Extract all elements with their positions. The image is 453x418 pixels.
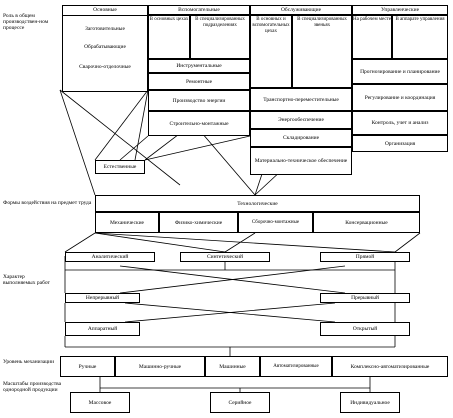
role-natural: Естественные — [95, 160, 145, 174]
role-service-item: Энергообеспечение — [250, 111, 352, 129]
label-scale: Масштабы производства однородной продукц… — [3, 381, 62, 393]
role-main-item: Заготовительные — [85, 26, 125, 32]
forms-item: Механические — [95, 212, 159, 233]
label-forms: Формы воздействия на предмет труда — [3, 200, 92, 206]
label-character: Характер выполняемых работ — [3, 274, 50, 286]
role-aux-item: Ремонтные — [148, 73, 250, 90]
role-mgmt-sub-left: На рабочем месте — [352, 15, 392, 59]
forms-item: Сборочно-монтажные — [238, 212, 313, 233]
role-mgmt-sub-right: В аппарате управления — [392, 15, 448, 59]
mechanization-item: Автоматизированные — [260, 356, 332, 377]
character-analytical: Аналитический — [65, 252, 155, 262]
forms-item: Консервационные — [313, 212, 420, 233]
mechanization-item: Машинные — [205, 356, 260, 377]
role-aux-item: Инструментальные — [148, 59, 250, 73]
role-aux-item: Производство энергии — [148, 90, 250, 111]
label-role: Роль в общем производствен-ном процессе — [3, 13, 49, 31]
role-aux-header: Вспомогательные — [148, 5, 250, 15]
role-service-item: Материально-техническое обеспечение — [250, 147, 352, 175]
scale-item: Индивидуальное — [340, 392, 400, 413]
role-service-item: Транспортно-переместительные — [250, 88, 352, 111]
role-main-block — [62, 5, 148, 92]
character-continuous: Непрерывный — [65, 293, 140, 303]
role-mgmt-item: Прогнозирование и планирование — [352, 59, 448, 84]
mechanization-item: Ручные — [60, 356, 115, 377]
role-main-header: Основные — [93, 7, 117, 13]
character-synthetic: Синтетический — [180, 252, 270, 262]
role-aux-sub-left: В основных цехах — [148, 15, 190, 59]
scale-item: Массовое — [70, 392, 130, 413]
role-mgmt-item: Контроль, учет и анализ — [352, 111, 448, 135]
mechanization-item: Машинно-ручные — [115, 356, 205, 377]
role-service-sub-right: В специализированных звеньях — [292, 15, 352, 88]
role-mgmt-header: Управленческие — [352, 5, 448, 15]
role-main-item: Обрабатывающие — [84, 44, 126, 50]
role-service-header: Обслуживающие — [250, 5, 352, 15]
scale-item: Серийное — [210, 392, 270, 413]
role-service-sub-left: В основных и вспомогательных цехах — [250, 15, 292, 88]
mechanization-item: Комплексно-автоматизированные — [332, 356, 448, 377]
role-mgmt-item: Регулирование и координация — [352, 84, 448, 111]
role-main-item: Сварочно-отделочные — [79, 64, 131, 70]
character-hardware: Аппаратный — [65, 322, 140, 336]
role-aux-sub-right: В специализированных подразделениях — [190, 15, 250, 59]
role-mgmt-item: Организация — [352, 135, 448, 152]
label-mechanization: Уровень механизации — [3, 359, 55, 365]
role-service-item: Складирование — [250, 129, 352, 147]
character-direct: Прямой — [320, 252, 410, 262]
forms-header: Технологические — [95, 195, 420, 212]
divider — [62, 15, 148, 16]
character-intermittent: Прерывный — [320, 293, 410, 303]
role-aux-item: Строительно-монтажные — [148, 111, 250, 136]
forms-item: Физико-химические — [159, 212, 238, 233]
character-open: Открытый — [320, 322, 410, 336]
